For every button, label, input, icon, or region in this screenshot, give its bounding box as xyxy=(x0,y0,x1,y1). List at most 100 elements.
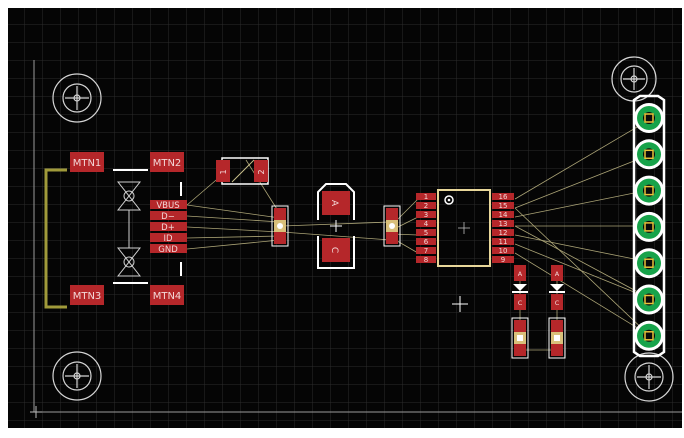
ic-center-cross xyxy=(458,222,470,234)
component-airwire xyxy=(231,159,255,183)
usb-signal-pad[interactable] xyxy=(150,222,187,231)
ic-pin-pad[interactable] xyxy=(416,229,436,236)
two-pad-component[interactable]: 1 2 xyxy=(216,157,269,185)
header-pin-marker xyxy=(644,258,654,268)
usb-signal-label: GND xyxy=(158,245,178,255)
resistor-pad[interactable] xyxy=(551,344,563,356)
grid xyxy=(8,8,682,428)
ic-pin-label: 13 xyxy=(499,220,508,228)
mounting-hole-icon[interactable] xyxy=(624,352,674,402)
ic-pin-pad[interactable] xyxy=(492,256,514,263)
ic-pin-label: 4 xyxy=(424,220,429,228)
ic-pin-label: 15 xyxy=(499,202,508,210)
usb-signal-pad[interactable] xyxy=(150,233,187,242)
usb-mount-label: MTN1 xyxy=(73,158,102,169)
usb-mount-label: MTN3 xyxy=(73,291,102,302)
ic-pin-pad[interactable] xyxy=(416,211,436,218)
ic-pin-pad[interactable] xyxy=(492,238,514,245)
header-pin-marker xyxy=(644,113,654,123)
resistor[interactable] xyxy=(271,205,289,247)
resistor-origin xyxy=(517,335,523,341)
header-pin-marker xyxy=(644,185,654,196)
led[interactable]: A C xyxy=(549,265,565,310)
usb-mount-pad[interactable] xyxy=(150,152,184,172)
led[interactable]: A C xyxy=(512,265,528,310)
component-pad[interactable] xyxy=(254,160,268,182)
header-pin-hole xyxy=(643,148,655,161)
led-pad-cathode[interactable] xyxy=(514,294,526,310)
ic-body-outline xyxy=(437,189,491,267)
usb-signal-label: D+ xyxy=(161,223,175,233)
usb-signal-pad[interactable] xyxy=(150,244,187,253)
usb-signal-pad[interactable] xyxy=(150,200,187,209)
ic-pin-pad[interactable] xyxy=(416,238,436,245)
mounting-hole-icon[interactable] xyxy=(52,351,102,401)
ic-pin-pad[interactable] xyxy=(416,202,436,209)
ic-pin-pad[interactable] xyxy=(492,202,514,209)
led-pad-anode[interactable] xyxy=(551,265,563,281)
resistor[interactable] xyxy=(548,317,566,359)
resistor-pad[interactable] xyxy=(514,320,526,332)
usb-signal-pad[interactable] xyxy=(150,211,187,220)
ic-pin-label: 6 xyxy=(424,238,429,246)
ic-pin-label: 10 xyxy=(499,247,508,255)
ic-pin-pad[interactable] xyxy=(416,193,436,200)
header-pin-marker xyxy=(644,331,654,341)
usb-mount-pad[interactable] xyxy=(70,285,104,305)
capacitor-silk-top xyxy=(317,183,355,220)
ic-pin-label: 14 xyxy=(499,211,508,219)
resistor-outline xyxy=(271,205,289,247)
usb-alignment-mark xyxy=(116,181,142,277)
led-pad-cathode[interactable] xyxy=(551,294,563,310)
usb-connector[interactable]: MTN1 MTN2 MTN3 MTN4 VBUS D− D+ ID GND xyxy=(44,152,187,309)
led-cathode-label: C xyxy=(555,299,560,307)
ic-pin1-marker xyxy=(444,195,454,205)
ic-pin-pad[interactable] xyxy=(492,220,514,227)
ic-pin-label: 3 xyxy=(424,211,428,219)
header-pin-hole xyxy=(643,112,655,124)
led-anode-label: A xyxy=(518,270,523,278)
capacitor-pad-anode[interactable] xyxy=(322,191,350,215)
usb-mount-pad[interactable] xyxy=(70,152,104,172)
ic-pin-pad[interactable] xyxy=(416,220,436,227)
ic-pin-pad[interactable] xyxy=(416,247,436,254)
header-pin-marker xyxy=(644,149,654,160)
mounting-hole-icon[interactable] xyxy=(52,73,102,123)
ic-pin-label: 8 xyxy=(424,256,428,264)
capacitor-pad-cathode[interactable] xyxy=(322,238,350,262)
capacitor[interactable]: A C xyxy=(317,183,355,269)
resistor[interactable] xyxy=(383,205,401,247)
led-pad-anode[interactable] xyxy=(514,265,526,281)
resistor-pad[interactable] xyxy=(386,232,398,244)
ic-pin-pad[interactable] xyxy=(416,256,436,263)
usb-signal-label: D− xyxy=(161,212,175,222)
usb-mount-pad[interactable] xyxy=(150,285,184,305)
resistor-pad[interactable] xyxy=(514,344,526,356)
ic-pin1-dot xyxy=(447,198,451,202)
resistor-pad[interactable] xyxy=(386,208,398,220)
component-pad[interactable] xyxy=(216,160,230,182)
capacitor-anode-label: A xyxy=(329,200,339,207)
resistor-origin xyxy=(277,223,283,229)
resistor-pad[interactable] xyxy=(551,320,563,332)
header-pin-hole xyxy=(643,220,655,233)
pin-header[interactable] xyxy=(632,94,666,358)
crosshair-cursor-icon xyxy=(452,296,468,312)
resistor-pad[interactable] xyxy=(274,232,286,244)
ic-pin-pad[interactable] xyxy=(492,247,514,254)
resistor[interactable] xyxy=(511,317,529,359)
ic-pin-label: 11 xyxy=(499,238,508,246)
header-pin-hole xyxy=(643,293,655,306)
component-pad-label: 1 xyxy=(219,169,228,174)
ic-pin-pad[interactable] xyxy=(492,211,514,218)
ic-pin-pad[interactable] xyxy=(492,229,514,236)
capacitor-silk-bottom xyxy=(317,236,355,269)
resistor-pad[interactable] xyxy=(274,208,286,220)
ic-pin-label: 12 xyxy=(499,229,508,237)
usb-shield-outline xyxy=(44,168,67,309)
ic-pin-pad[interactable] xyxy=(492,193,514,200)
header-pin-marker xyxy=(644,222,654,232)
ic-pin-label: 5 xyxy=(424,229,428,237)
